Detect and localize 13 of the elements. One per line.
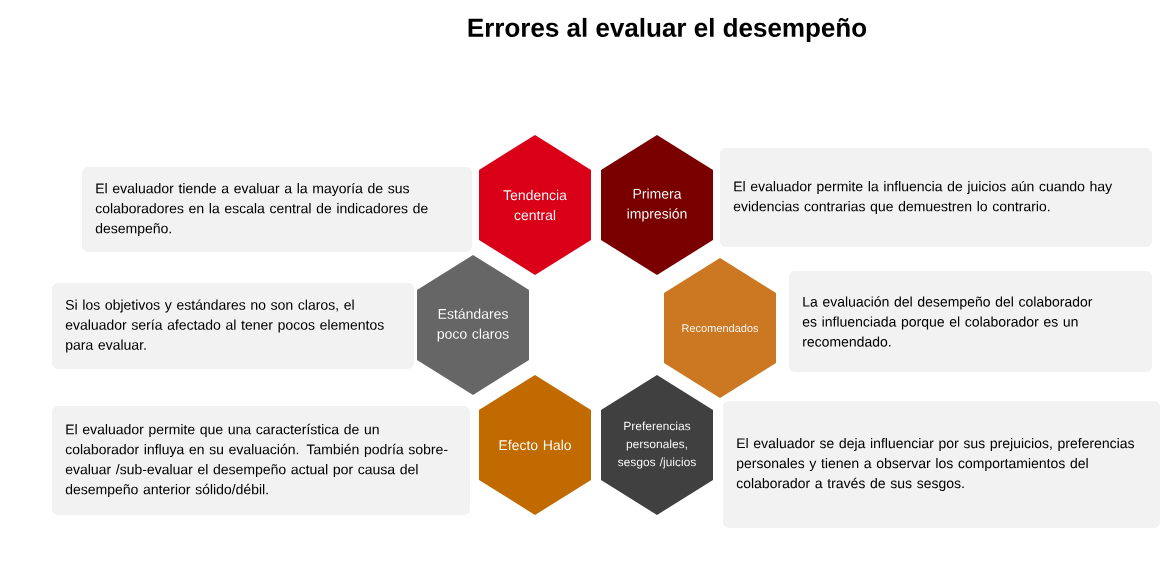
- title: Errores al evaluar el desempeño: [468, 17, 867, 43]
- hexagon: Tendencia central: [479, 135, 591, 275]
- description-box: El evaluador permite la influencia de juicios aún cuando hay evidencias contrarias que demuestren lo contrario.: [720, 148, 1152, 247]
- description-box: El evaluador permite que una característica de un colaborador influya en su evaluación. También podría sobre-evaluar /sub-evaluar el desempeño actual por causa del desempeño anterior sólido/débil.: [52, 406, 470, 515]
- hexagon: Estándares poco claros: [417, 255, 529, 395]
- hexagon: Efecto Halo: [479, 375, 591, 515]
- description-box: Si los objetivos y estándares no son claros, el evaluador sería afectado al tener pocos elementos para evaluar.: [52, 283, 414, 369]
- hexagon: Preferencias personales, sesgos /juicios: [601, 375, 713, 515]
- description-box: La evaluación del desempeño del colaborador es influenciada porque el colaborador es un recomendado.: [789, 271, 1152, 372]
- hexagon: Primera impresión: [601, 135, 713, 275]
- description-box: El evaluador tiende a evaluar a la mayoría de sus colaboradores en la escala central de indicadores de desempeño.: [82, 167, 472, 252]
- description-box: El evaluador se deja influenciar por sus prejuicios, preferencias personales y tienen a observar los comportamientos del colaborador a través de sus sesgos.: [723, 401, 1160, 528]
- hexagon: Recomendados: [664, 258, 776, 398]
